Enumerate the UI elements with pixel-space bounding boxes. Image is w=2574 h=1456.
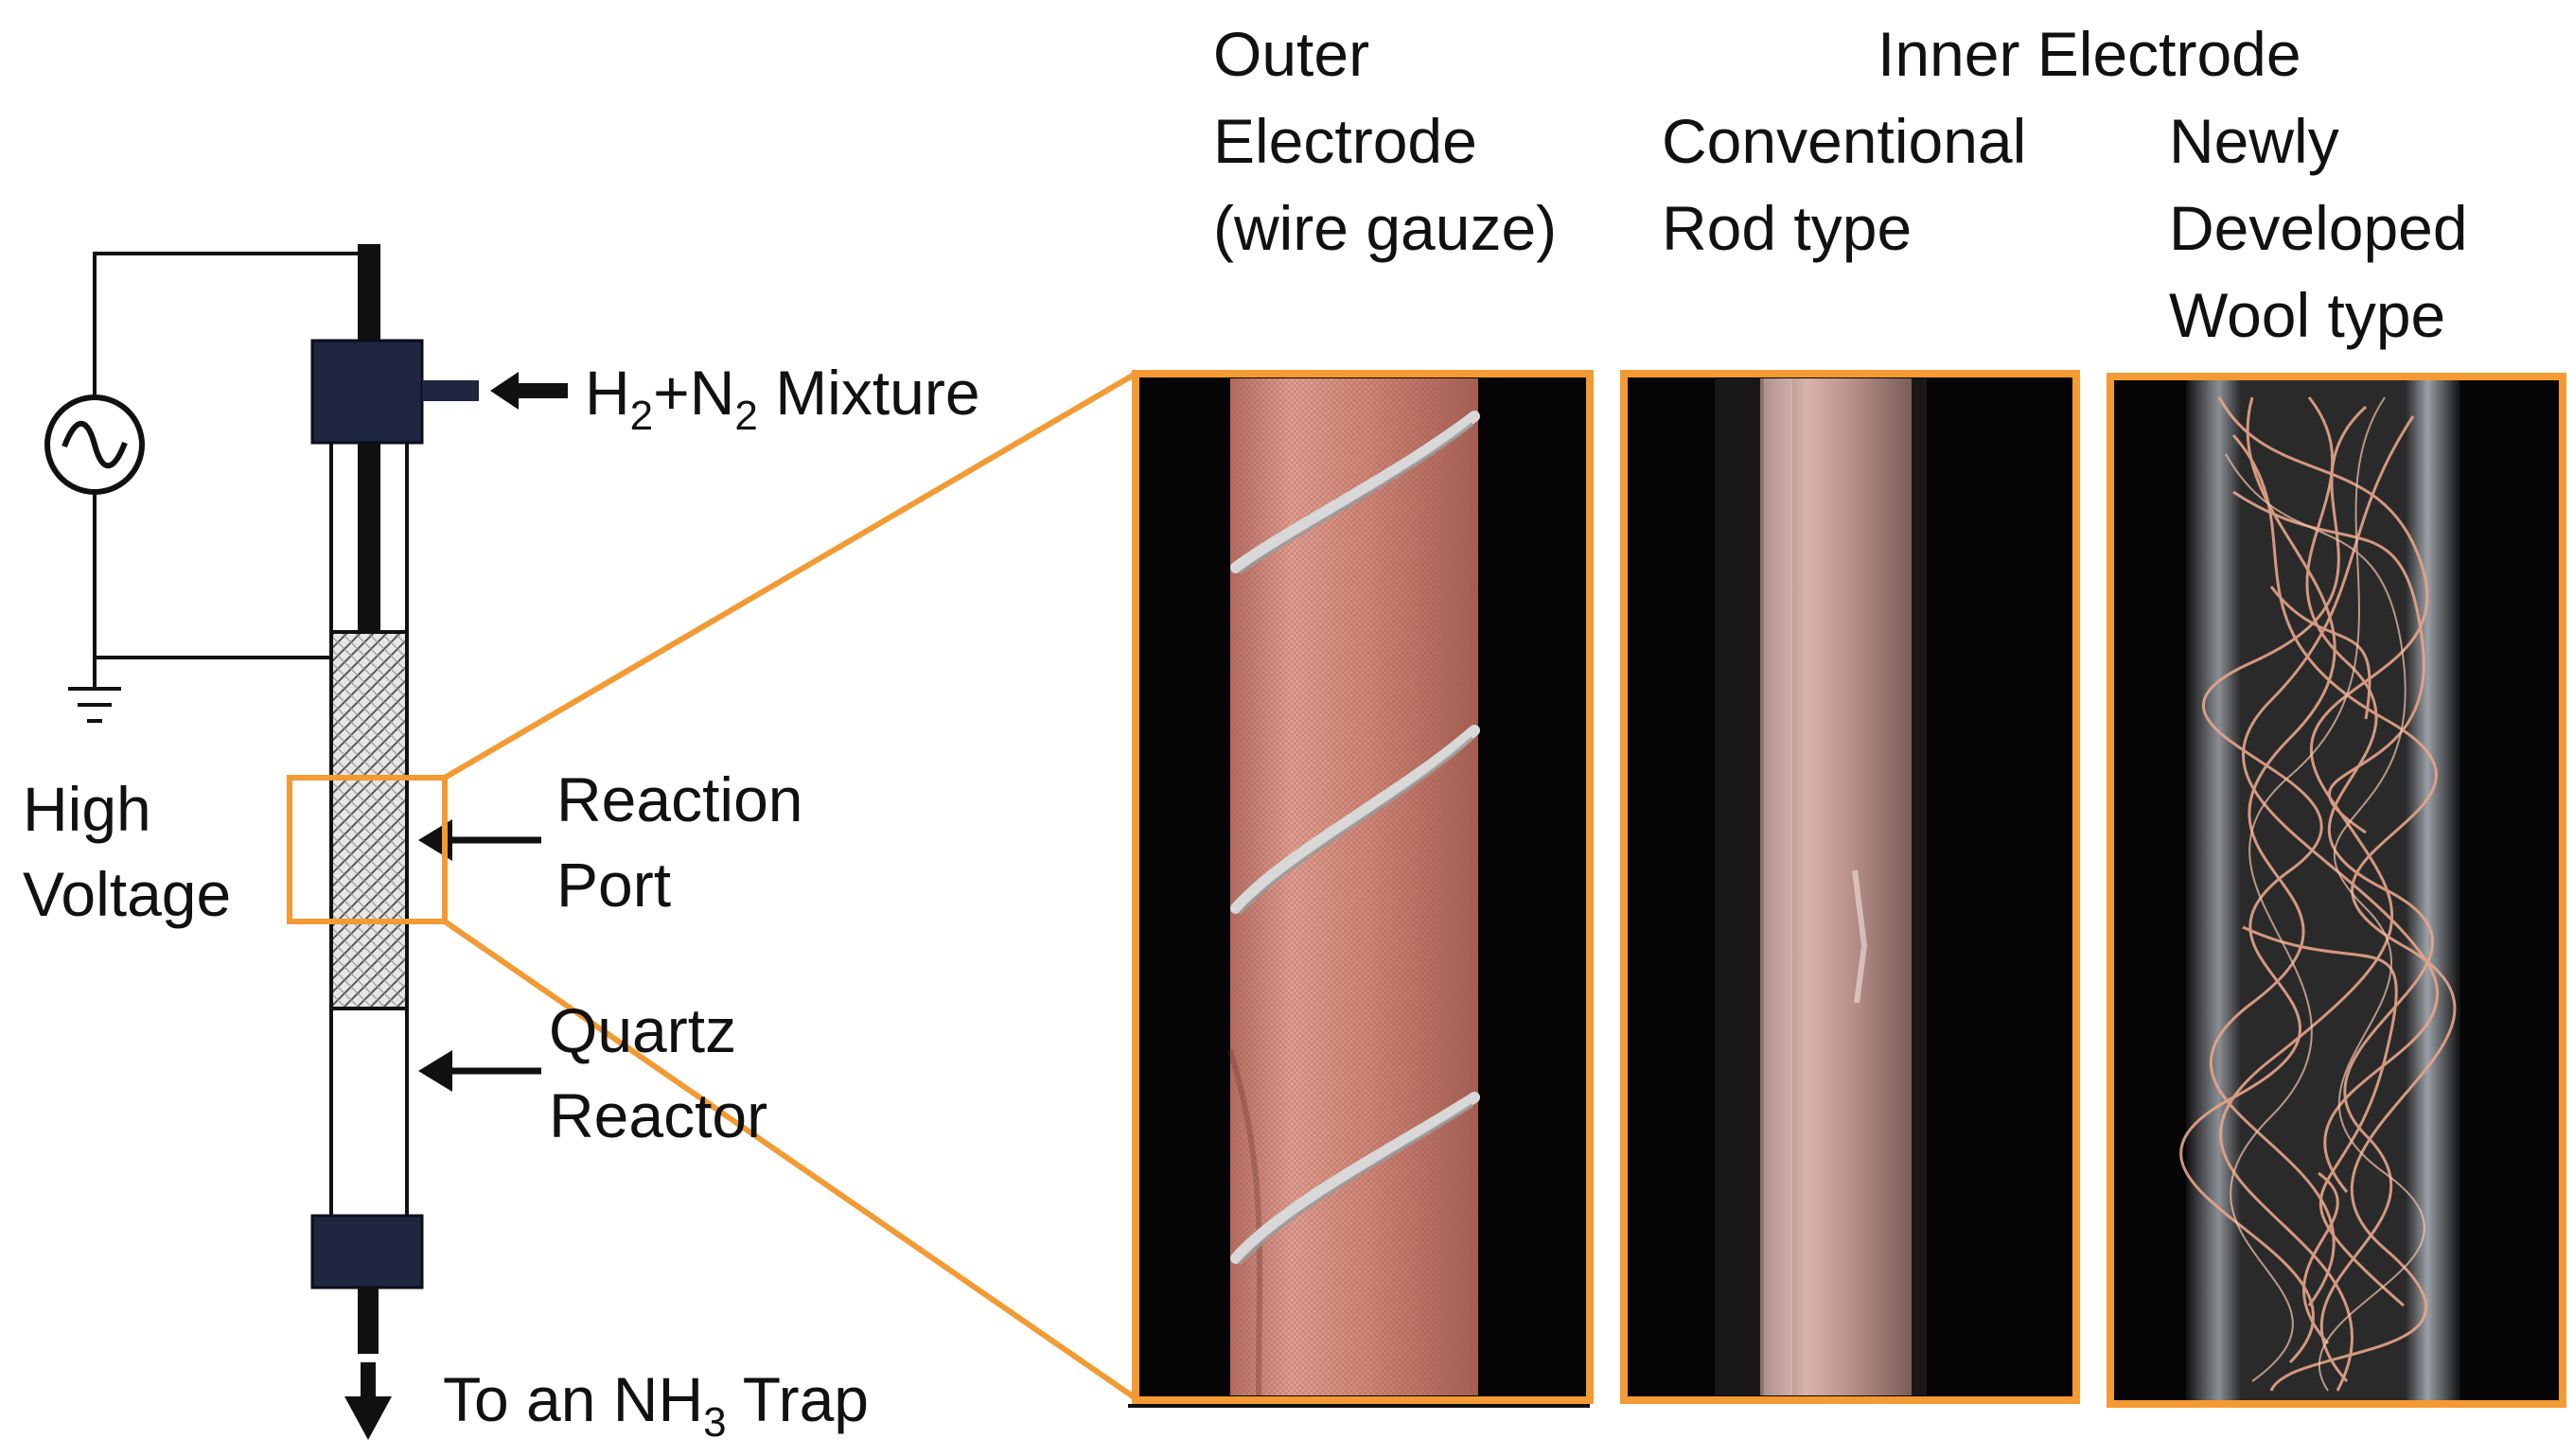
ground-icon (68, 687, 121, 723)
top-fitting (310, 339, 424, 445)
outer-heading-line3: (wire gauze) (1213, 193, 1557, 263)
high-voltage-label-line1: High (23, 774, 151, 844)
outlet-pipe (358, 1288, 379, 1354)
inner-electrode-heading: Inner Electrode (1878, 19, 2301, 89)
hv-wire-top (93, 252, 364, 255)
zoom-line-top (443, 371, 1137, 781)
quartz-reactor-label-line1: Quartz (549, 995, 736, 1065)
quartz-reactor-label-line2: Reactor (549, 1080, 767, 1150)
copper-wool (2179, 396, 2457, 1392)
high-voltage-label-line2: Voltage (23, 859, 231, 929)
ac-source-icon (44, 395, 145, 495)
rod-heading-line1: Conventional (1662, 106, 2026, 176)
reaction-port-arrow-icon (418, 819, 541, 861)
zoom-line-bottom (443, 919, 1137, 1401)
reaction-port-label-line1: Reaction (556, 764, 803, 834)
wool-heading-line1: Newly (2169, 106, 2339, 176)
gas-inlet-arrow-icon (490, 372, 568, 410)
bottom-fitting (310, 1214, 424, 1289)
nh3-trap-label: To an NH3 Trap (443, 1364, 869, 1446)
rod-heading-line2: Rod type (1662, 193, 1912, 263)
quartz-reactor-arrow-icon (418, 1050, 541, 1092)
outer-electrode-photo (1128, 370, 1594, 1408)
gas-in-label: H2+N2 Mixture (585, 358, 980, 439)
inner-electrode-rod (358, 426, 380, 634)
rod-electrode-photo (1620, 370, 2080, 1404)
outer-heading-line1: Outer (1213, 19, 1369, 89)
gas-inlet-port (422, 380, 479, 401)
outlet-arrow-icon (344, 1362, 392, 1440)
schematic: H2+N2 Mixture High Voltage Reaction Port… (23, 244, 1137, 1446)
zoom-box (287, 775, 448, 924)
outer-heading-line2: Electrode (1213, 106, 1477, 176)
wool-heading-line3: Wool type (2169, 280, 2445, 350)
reaction-port-label-line2: Port (556, 850, 671, 920)
photo-headings: Outer Electrode (wire gauze) Inner Elect… (1213, 19, 2468, 350)
wool-heading-line2: Developed (2169, 193, 2468, 263)
reaction-zone (329, 630, 409, 1010)
wool-electrode-photo (2107, 373, 2566, 1408)
spiral-wire (1230, 411, 1480, 1264)
